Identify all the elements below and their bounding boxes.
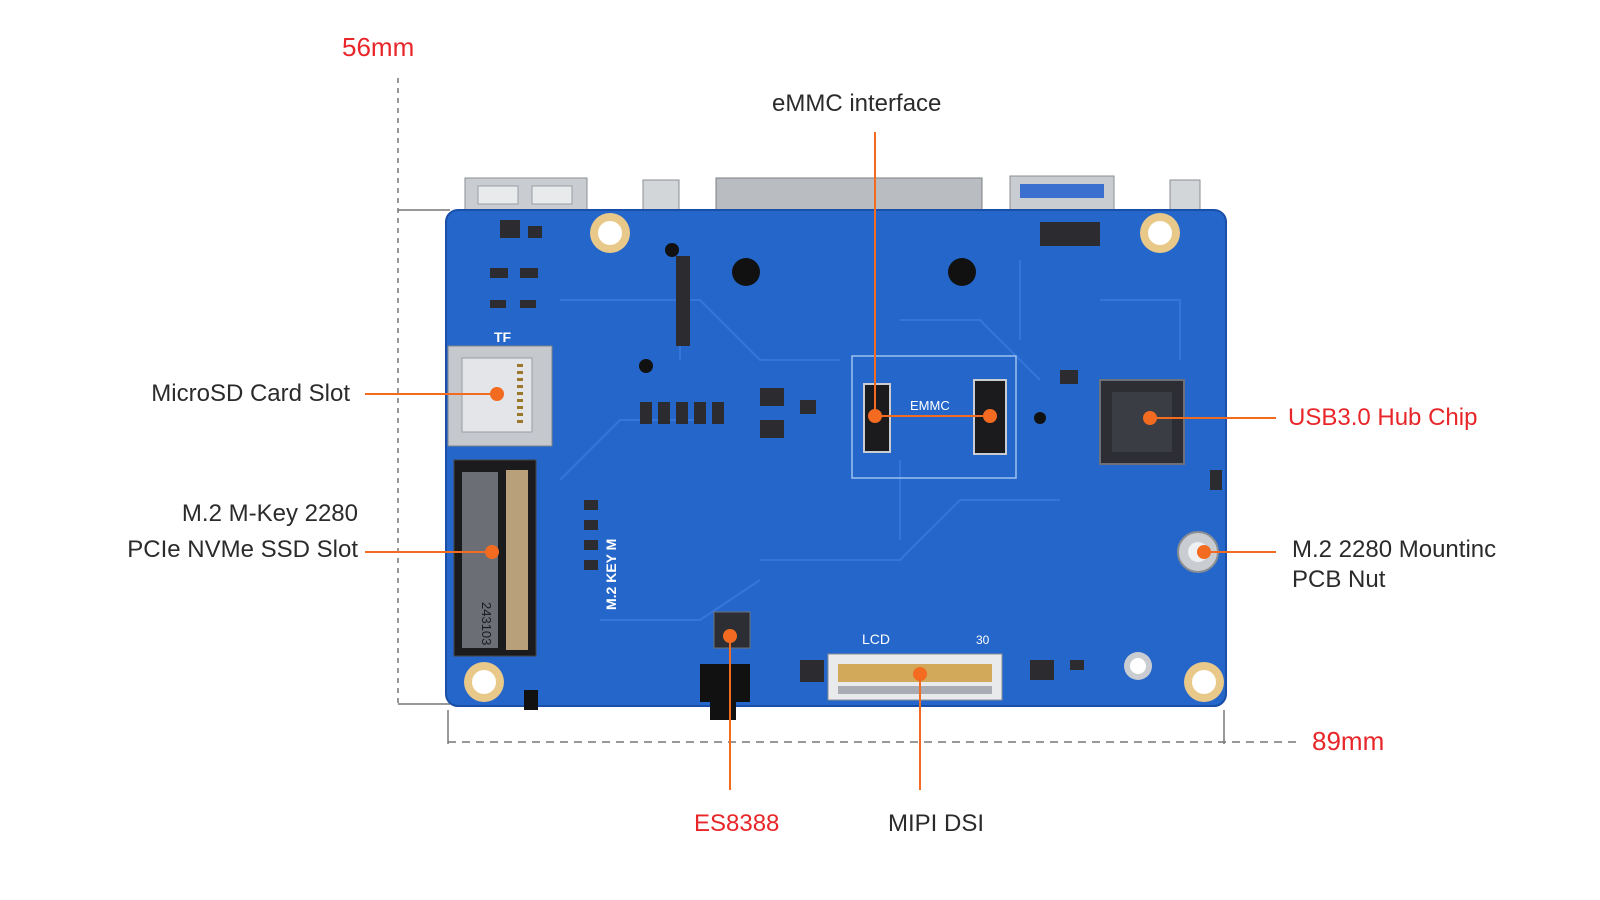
mounting-holes [464,213,1224,702]
silk-emmc: EMMC [910,398,950,413]
emmc-interface-label: eMMC interface [772,90,942,117]
dimension-lines [397,78,1300,744]
pcb-traces [559,260,1181,621]
mipi-dsi-label: MIPI DSI [888,810,985,837]
m2-slot [453,459,537,657]
callout-dots [485,387,1211,681]
silk-nvme-code: 243103 [479,602,494,645]
silk-m2key: M.2 KEY M [603,539,619,610]
dimension-height-label: 56mm [342,32,415,62]
standoffs [639,243,1046,424]
silkscreen: TF EMMC LCD 30 M.2 KEY M 243103 [479,329,990,647]
es8388-label: ES8388 [694,810,780,837]
silk-lcd: LCD [862,631,890,647]
dimension-width-label: 89mm [1312,726,1385,756]
m2-slot-label-line2: PCIe NVMe SSD Slot [127,536,358,563]
usb-hub-chip-label: USB3.0 Hub Chip [1288,404,1478,431]
mounting-nut-label-line1: M.2 2280 Mountinc [1292,536,1497,563]
pcb [445,209,1227,707]
callout-lines [365,132,1276,790]
microsd-slot-label: MicroSD Card Slot [151,380,350,407]
components [490,220,1222,682]
usb-hub-chip [1099,379,1185,465]
m2-slot-label-line1: M.2 M-Key 2280 [181,500,358,527]
silk-tf: TF [494,329,512,345]
mounting-nut-label-line2: PCB Nut [1292,566,1386,593]
silk-lcd-pin: 30 [976,633,990,647]
top-connectors [464,175,1201,213]
